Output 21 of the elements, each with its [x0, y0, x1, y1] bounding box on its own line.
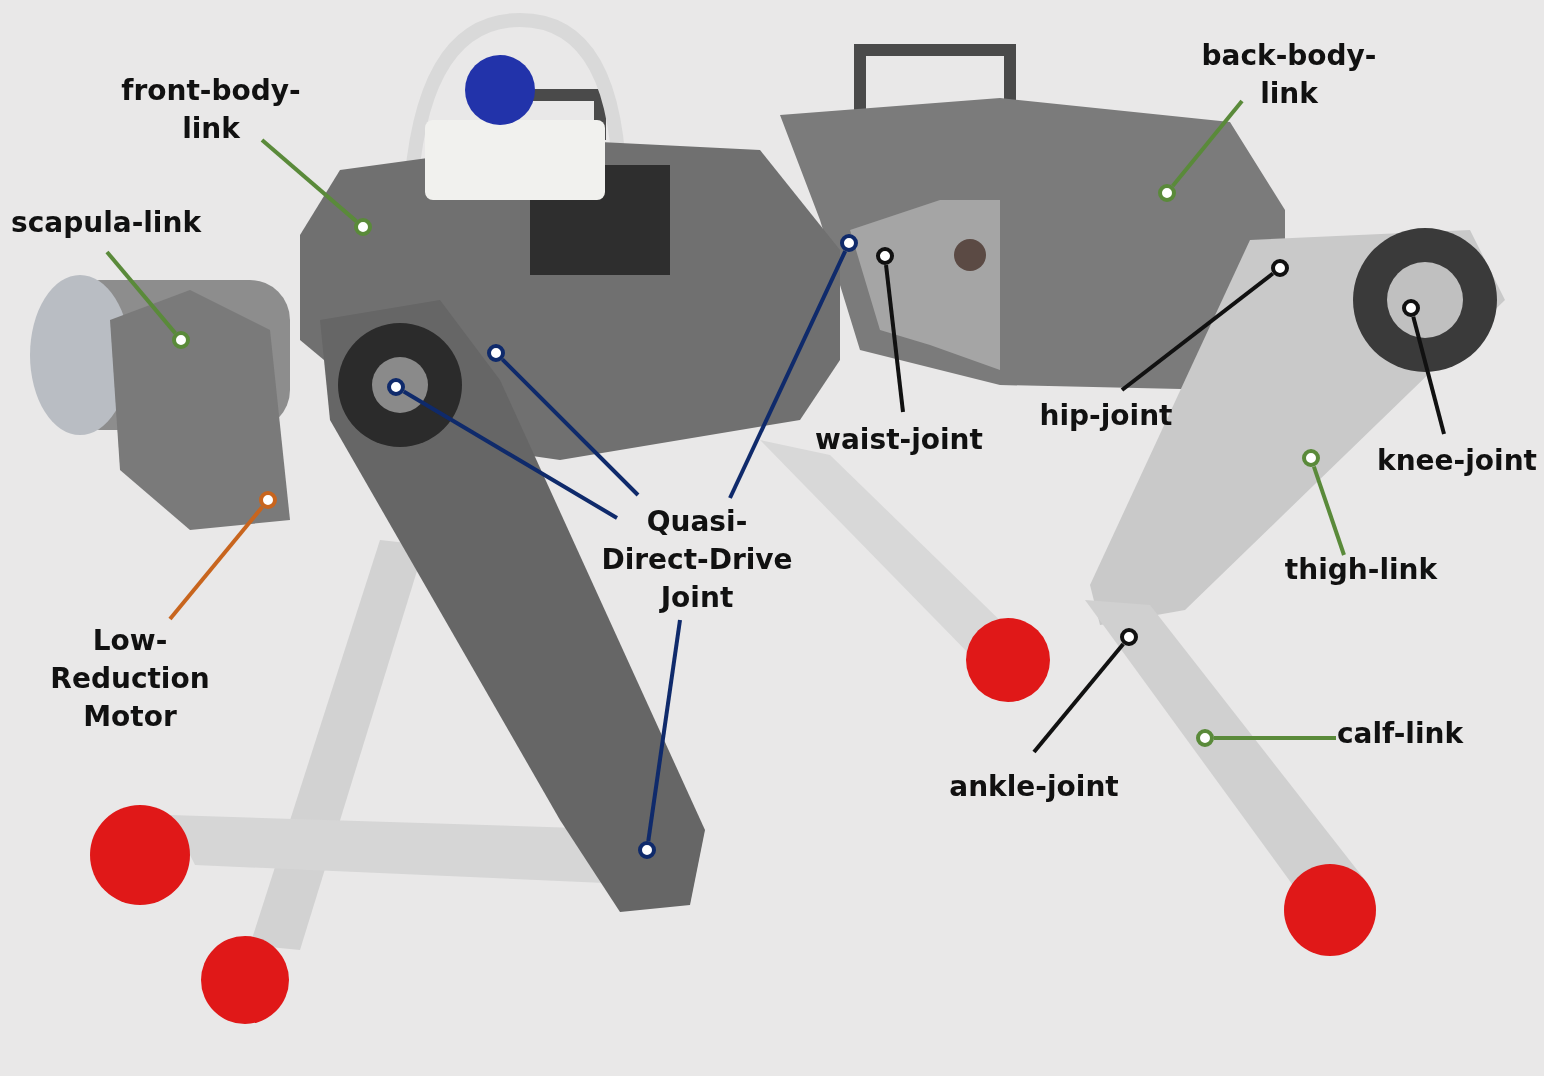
leader-line	[884, 264, 905, 413]
leader-line	[1312, 465, 1346, 556]
part-label: waist-joint	[815, 421, 983, 459]
part-label: ankle-joint	[949, 768, 1119, 806]
leader-line	[1032, 642, 1125, 754]
leader-line	[1214, 736, 1336, 740]
part-label: Low-Reduction Motor	[45, 622, 215, 736]
part-label: calf-link	[1336, 715, 1464, 753]
leader-line	[500, 357, 640, 497]
part-label: front-body-link	[118, 72, 304, 148]
leader-line	[646, 619, 682, 842]
leader-line	[1120, 271, 1275, 392]
leader-line	[728, 250, 847, 499]
part-label: back-body-link	[1196, 37, 1382, 113]
leader-line	[260, 138, 358, 223]
part-label: Quasi-Direct-Drive Joint	[597, 503, 797, 617]
part-label: hip-joint	[1039, 397, 1173, 435]
part-label: scapula-link	[11, 204, 201, 242]
part-label: thigh-link	[1284, 551, 1438, 589]
leader-line	[105, 250, 177, 335]
part-label: knee-joint	[1377, 442, 1537, 480]
